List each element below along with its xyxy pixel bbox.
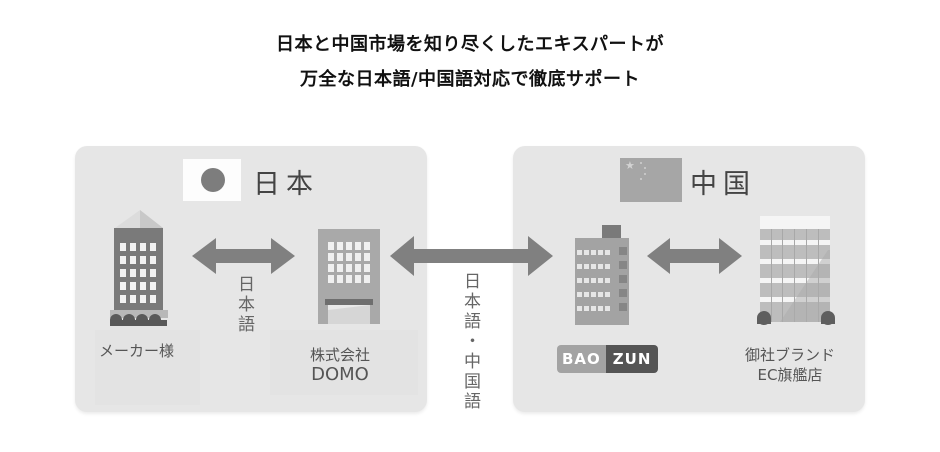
baozun-building-icon [575,225,629,325]
flag-small-star [640,162,642,164]
baozun-logo-bao: BAO [557,345,606,373]
flag-star-icon: ★ [625,159,635,172]
maker-building-icon [110,210,168,326]
ec-store-caption: 御社ブランド EC旗艦店 [720,345,860,385]
japan-label: 日本 [253,169,319,200]
domo-caption-line1: 株式会社 [309,346,370,364]
maker-caption-box [95,330,200,405]
headline-line-2: 万全な日本語/中国語対応で徹底サポート [299,69,641,90]
bilingual-language-label: 日本語・中国語 [460,272,480,412]
japan-flag-icon [183,159,241,201]
baozun-logo-zun: ZUN [605,345,659,373]
domo-caption-line2: DOMO [311,364,369,385]
china-flag-icon: ★ [620,158,682,202]
japan-flag-sun [201,168,225,192]
baozun-logo: BAO ZUN [557,345,659,373]
japanese-language-label: 日本語 [234,275,254,335]
headline-line-1: 日本と中国市場を知り尽くしたエキスパートが [276,34,664,55]
flag-small-star [644,173,646,175]
flag-small-star [640,178,642,180]
arrow-baozun-ec [647,238,742,274]
arrow-maker-domo [192,238,295,274]
ec-caption-line2: EC旗艦店 [757,366,823,384]
ec-caption-line1: 御社ブランド [744,346,835,364]
maker-caption: メーカー様 [99,342,175,360]
ec-store-building-icon [757,216,835,325]
arrow-domo-baozun [390,236,553,276]
flag-small-star [644,167,646,169]
china-label: 中国 [690,169,756,200]
domo-building-icon [318,229,380,324]
domo-caption: 株式会社 DOMO [275,345,405,385]
domo-caption-box [270,330,418,395]
